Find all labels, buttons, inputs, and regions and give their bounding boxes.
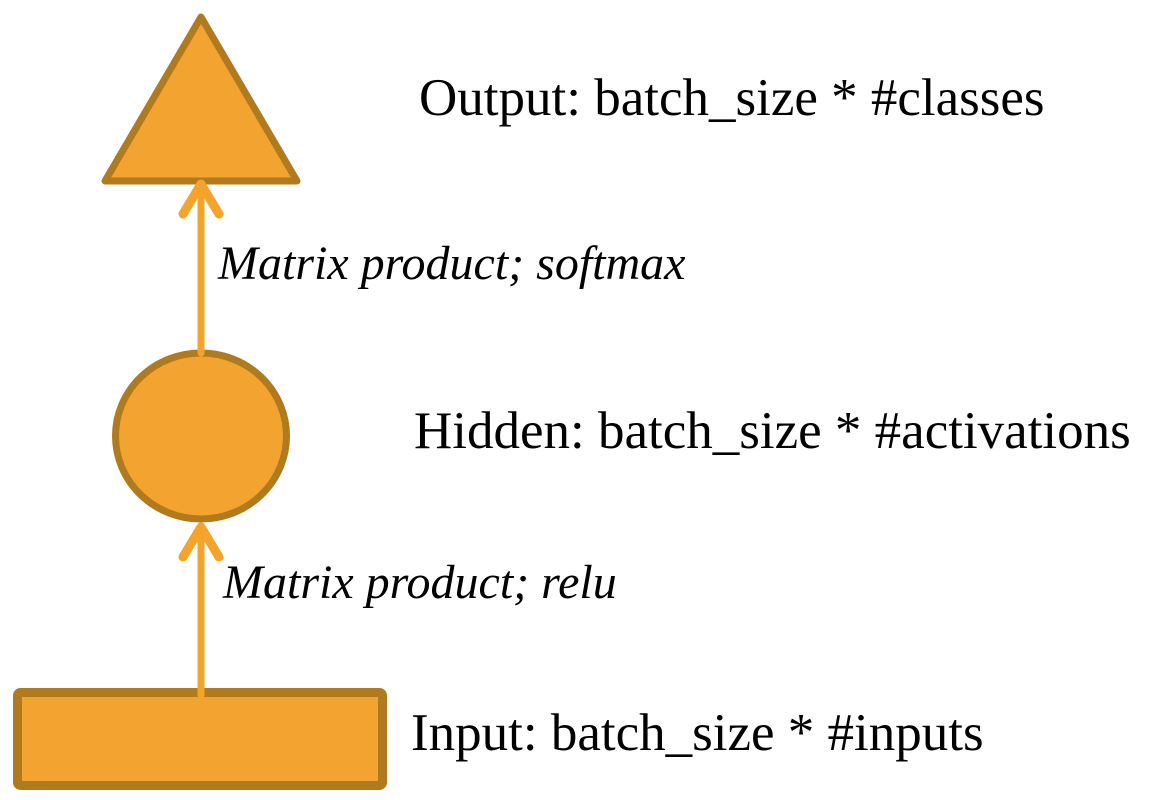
- output-triangle-shape: [101, 13, 301, 185]
- edge-label-relu: Matrix product; relu: [223, 556, 617, 609]
- output-node-label: Output: batch_size * #classes: [419, 69, 1045, 127]
- hidden-node-label: Hidden: batch_size * #activations: [414, 402, 1131, 460]
- arrow-hidden-to-output: [178, 179, 224, 357]
- input-rect-shape: [13, 688, 387, 790]
- edge-label-softmax: Matrix product; softmax: [218, 237, 686, 290]
- hidden-circle-shape: [112, 349, 290, 523]
- input-node-label: Input: batch_size * #inputs: [411, 704, 984, 762]
- arrow-input-to-hidden-head: [178, 522, 224, 562]
- arrow-input-to-hidden: [178, 522, 224, 699]
- arrow-hidden-to-output-head: [178, 179, 224, 219]
